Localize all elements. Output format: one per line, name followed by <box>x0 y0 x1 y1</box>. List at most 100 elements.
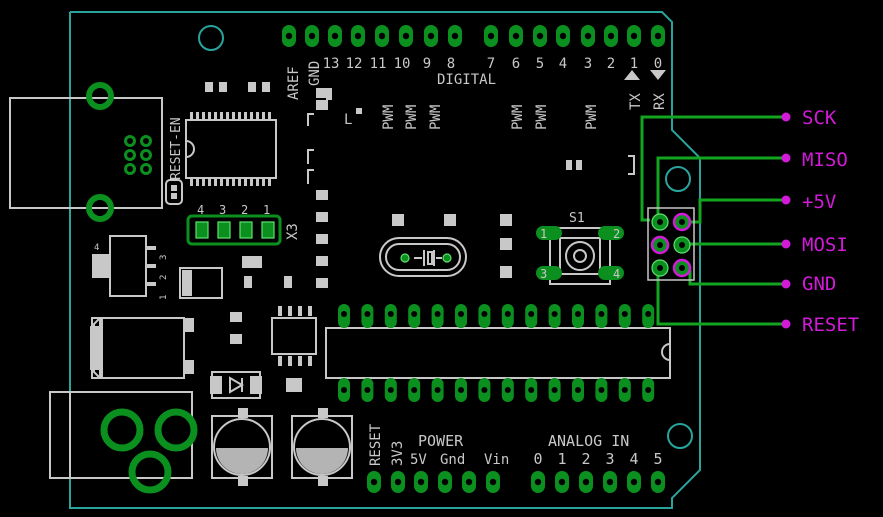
analog-pin-number: 1 <box>557 450 566 468</box>
digital-pin-number: 13 <box>323 56 340 72</box>
header-pin-hole <box>654 478 662 486</box>
header-pin-hole <box>394 478 402 486</box>
gnd-marker <box>781 279 791 289</box>
digital-pin-number: 5 <box>536 56 544 72</box>
analog-pin-number: 5 <box>653 450 662 468</box>
miso-label: MISO <box>802 149 848 171</box>
chip-pin <box>190 178 193 186</box>
rx-label: RX <box>652 93 668 110</box>
regulator-pin-label: 2 <box>159 275 169 280</box>
reset-button[interactable] <box>536 226 624 285</box>
header-pin-hole <box>607 32 615 40</box>
header-pin-hole <box>536 32 544 40</box>
reset-marker <box>781 319 791 329</box>
x3-pin-label: 3 <box>219 203 226 217</box>
pwm-label-5: PWM <box>534 105 550 130</box>
button-pin-label: 1 <box>540 227 547 241</box>
chip-pin <box>238 178 241 186</box>
mounting-hole <box>665 166 691 192</box>
chip-pin <box>196 178 199 186</box>
chip-pin <box>220 178 223 186</box>
electrolytic-capacitor <box>211 408 273 486</box>
dip-pin-hole <box>621 387 628 393</box>
header-pin-hole <box>606 478 614 486</box>
chip-pin <box>262 178 265 186</box>
x3-pin-label: 1 <box>263 203 270 217</box>
analog-pin-number: 4 <box>629 450 638 468</box>
pwm-label-3: PWM <box>584 105 600 130</box>
smd-component <box>179 267 223 299</box>
digital-pin-number: 0 <box>654 56 662 72</box>
chip-pin <box>256 112 259 120</box>
header-pin-hole <box>427 32 435 40</box>
header-pin-hole <box>489 478 497 486</box>
pwm-label-6: PWM <box>510 105 526 130</box>
dip-pin-hole <box>645 387 652 393</box>
power-header <box>367 471 500 493</box>
header-pin-hole <box>451 32 459 40</box>
mounting-hole <box>198 25 224 51</box>
tx-label: TX <box>628 93 644 110</box>
smd-regulator <box>90 317 194 379</box>
digital-pin-number: 10 <box>394 56 411 72</box>
reset-en-jumper <box>165 179 183 205</box>
dip-pin-hole <box>528 387 535 393</box>
tx-arrow-icon <box>624 70 640 80</box>
regulator-pin-label: 1 <box>159 295 169 300</box>
icsp-header <box>647 207 695 281</box>
miso-marker <box>781 153 791 163</box>
chip-pin <box>208 112 211 120</box>
dip-pin-hole <box>504 311 511 317</box>
header-pin-hole <box>582 478 590 486</box>
voltage-regulator <box>92 235 156 297</box>
header-pin-hole <box>584 32 592 40</box>
regulator-pin-label: 3 <box>159 255 169 260</box>
smd-pads-top <box>205 82 270 92</box>
x3-pin-label: 4 <box>197 203 204 217</box>
chip-pin <box>250 178 253 186</box>
gnd-label: GND <box>802 273 836 295</box>
dip-pin-hole <box>387 311 394 317</box>
chip-pin <box>220 112 223 120</box>
chip-pin <box>232 178 235 186</box>
header-pin-hole <box>331 32 339 40</box>
crystal <box>379 214 467 277</box>
digital-pin-number: 8 <box>447 56 455 72</box>
dip-pin-hole <box>434 387 441 393</box>
5v-label: +5V <box>802 191 836 213</box>
sck-label: SCK <box>802 107 837 129</box>
diode <box>210 371 262 399</box>
5v-pin-label: 5V <box>410 452 427 468</box>
analog-pin-number: 0 <box>533 450 542 468</box>
gnd-label: GND <box>307 61 323 86</box>
analog-pin-number: 2 <box>581 450 590 468</box>
chip-pin <box>190 112 193 120</box>
chip-pin <box>268 178 271 186</box>
chip-pin <box>244 178 247 186</box>
dip-pin-hole <box>598 387 605 393</box>
chip-pin <box>202 178 205 186</box>
x3-pin-label: 2 <box>241 203 248 217</box>
dip-pin-hole <box>551 387 558 393</box>
dip-pin-hole <box>364 387 371 393</box>
dip-pin-hole <box>411 311 418 317</box>
dip-pin-hole <box>598 311 605 317</box>
mosi-marker <box>781 239 791 249</box>
digital-pin-number: 6 <box>512 56 520 72</box>
mosi-label: MOSI <box>802 234 848 256</box>
chip-pin <box>226 178 229 186</box>
dip-pin-hole <box>341 387 347 393</box>
power-label: POWER <box>418 432 464 450</box>
header-pin-hole <box>370 478 378 486</box>
regulator-pin-label: 4 <box>94 243 99 253</box>
header-pin-hole <box>285 32 293 40</box>
digital-pin-number: 9 <box>423 56 431 72</box>
header-pin-hole <box>558 478 566 486</box>
chip-pin <box>226 112 229 120</box>
mounting-hole <box>667 423 693 449</box>
chip-pin <box>262 112 265 120</box>
reset-en-label: RESET-EN <box>169 117 184 180</box>
x3-label: X3 <box>285 223 301 240</box>
dip-pin-hole <box>387 387 394 393</box>
